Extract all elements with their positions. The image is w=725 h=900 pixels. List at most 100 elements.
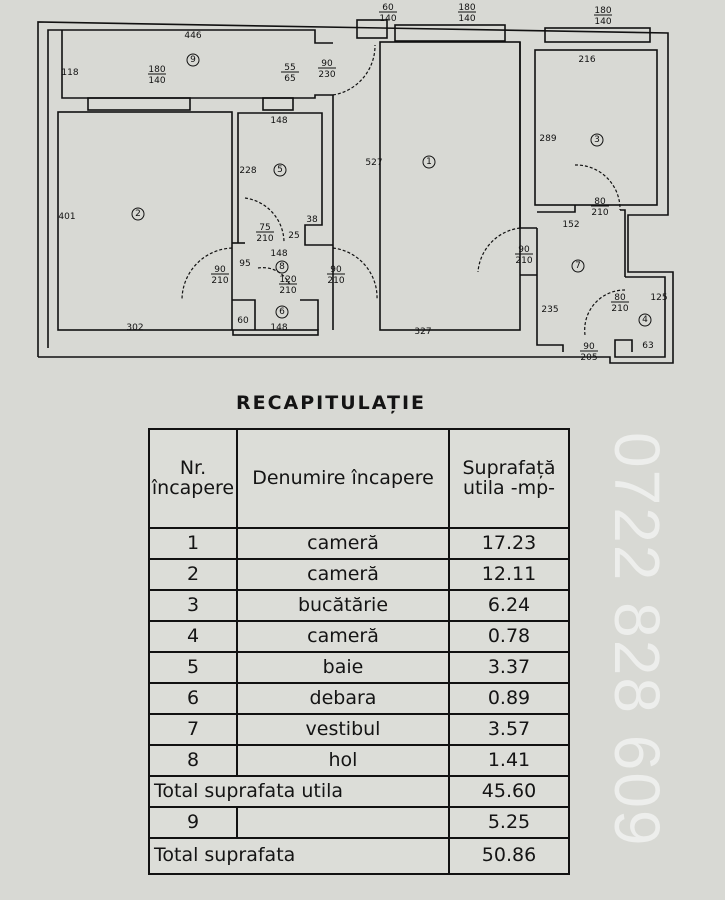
- opening-dimensions: 1801405565902306014018014018014075210902…: [148, 3, 629, 363]
- row-nr: 5: [148, 651, 238, 684]
- dimension: 235: [541, 305, 558, 315]
- opening-width: 90: [583, 342, 595, 352]
- floor-plan: 1 2 3 4 5 6 7 8 9 446 118 148 228 38 25 …: [37, 3, 674, 364]
- opening-height: 210: [256, 234, 273, 244]
- dimension: 38: [306, 215, 318, 225]
- opening-height: 205: [580, 353, 597, 363]
- row-name: cameră: [236, 527, 450, 560]
- opening-width: 80: [614, 293, 626, 303]
- page-title: RECAPITULAȚIE: [236, 392, 426, 414]
- total-label: Total suprafata: [148, 837, 450, 875]
- row-name: debara: [236, 682, 450, 715]
- room-label-7: 7: [575, 261, 581, 271]
- row-nr: 3: [148, 589, 238, 622]
- row-name: cameră: [236, 620, 450, 653]
- header-nr: Nr. încapere: [148, 428, 238, 529]
- total-value: 50.86: [448, 837, 570, 875]
- header-area: Suprafață utila -mp-: [448, 428, 570, 529]
- row-name: bucătărie: [236, 589, 450, 622]
- area-summary-table: Nr. încapere Denumire încapere Suprafață…: [148, 428, 570, 875]
- opening-height: 140: [379, 14, 396, 24]
- row-area: 1.41: [448, 744, 570, 777]
- walls: [37, 19, 674, 364]
- room-label-1: 1: [426, 157, 432, 167]
- dimension: 25: [288, 231, 299, 241]
- row-area: 0.78: [448, 620, 570, 653]
- row-area: 6.24: [448, 589, 570, 622]
- opening-width: 90: [330, 265, 342, 275]
- opening-width: 180: [594, 6, 611, 16]
- opening-height: 140: [458, 14, 475, 24]
- header-name: Denumire încapere: [236, 428, 450, 529]
- row-nr: 8: [148, 744, 238, 777]
- row-name: hol: [236, 744, 450, 777]
- room-label-9: 9: [190, 55, 196, 65]
- row-nr: 1: [148, 527, 238, 560]
- row-nr: 6: [148, 682, 238, 715]
- dimension: 401: [58, 212, 75, 222]
- opening-height: 210: [327, 276, 344, 286]
- opening-width: 80: [594, 197, 606, 207]
- dimension: 60: [237, 316, 249, 326]
- opening-width: 90: [214, 265, 226, 275]
- dimension: 95: [239, 259, 250, 269]
- row-nr: 2: [148, 558, 238, 591]
- dimension: 302: [126, 323, 143, 333]
- opening-height: 210: [611, 304, 628, 314]
- row-area: 3.57: [448, 713, 570, 746]
- room-label-2: 2: [135, 209, 141, 219]
- row-nr: 9: [148, 806, 238, 839]
- row-name: [236, 806, 450, 839]
- opening-width: 75: [259, 223, 270, 233]
- total-util-label: Total suprafata utila: [148, 775, 450, 808]
- row-name: vestibul: [236, 713, 450, 746]
- opening-width: 60: [382, 3, 394, 13]
- dimension: 216: [578, 55, 595, 65]
- opening-width: 55: [284, 63, 295, 73]
- dimension: 63: [642, 341, 653, 351]
- dimension: 125: [650, 293, 667, 303]
- opening-width: 90: [321, 59, 333, 69]
- total-util-value: 45.60: [448, 775, 570, 808]
- opening-width: 90: [518, 245, 530, 255]
- opening-height: 140: [148, 76, 165, 86]
- dimension: 118: [61, 68, 78, 78]
- room-label-5: 5: [277, 165, 283, 175]
- opening-height: 210: [591, 208, 608, 218]
- opening-width: 180: [458, 3, 475, 13]
- table-header: Nr. încapere Denumire încapere Suprafață…: [148, 428, 570, 529]
- opening-height: 230: [318, 70, 335, 80]
- row-name: cameră: [236, 558, 450, 591]
- row-area: 3.37: [448, 651, 570, 684]
- dimension: 148: [270, 249, 287, 259]
- total-util-row: Total suprafata utila 45.60: [148, 775, 570, 808]
- dimension: 228: [239, 166, 256, 176]
- dimension: 446: [184, 31, 201, 41]
- row-area: 17.23: [448, 527, 570, 560]
- opening-height: 65: [284, 74, 295, 84]
- opening-height: 210: [515, 256, 532, 266]
- row-nr: 7: [148, 713, 238, 746]
- row-name: baie: [236, 651, 450, 684]
- dimension: 289: [539, 134, 556, 144]
- table-row: 9 5.25: [148, 806, 570, 839]
- dimension: 152: [562, 220, 579, 230]
- watermark: 0722 828 609: [601, 432, 673, 848]
- room-label-3: 3: [594, 135, 600, 145]
